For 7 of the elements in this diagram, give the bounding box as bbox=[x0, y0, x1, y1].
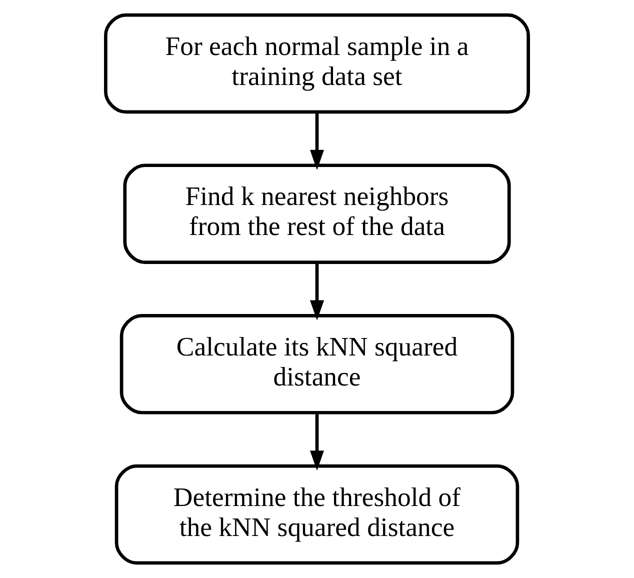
arrow bbox=[310, 112, 324, 170]
node-box: Calculate its kNN squared distance bbox=[120, 314, 514, 414]
node-box: Determine the threshold of the kNN squared distance bbox=[114, 464, 520, 565]
arrow bbox=[310, 413, 324, 471]
arrow bbox=[310, 262, 324, 320]
node-box: For each normal sample in a training data set bbox=[104, 13, 530, 114]
node-box: Find k nearest neighbors from the rest of the data bbox=[123, 164, 511, 264]
